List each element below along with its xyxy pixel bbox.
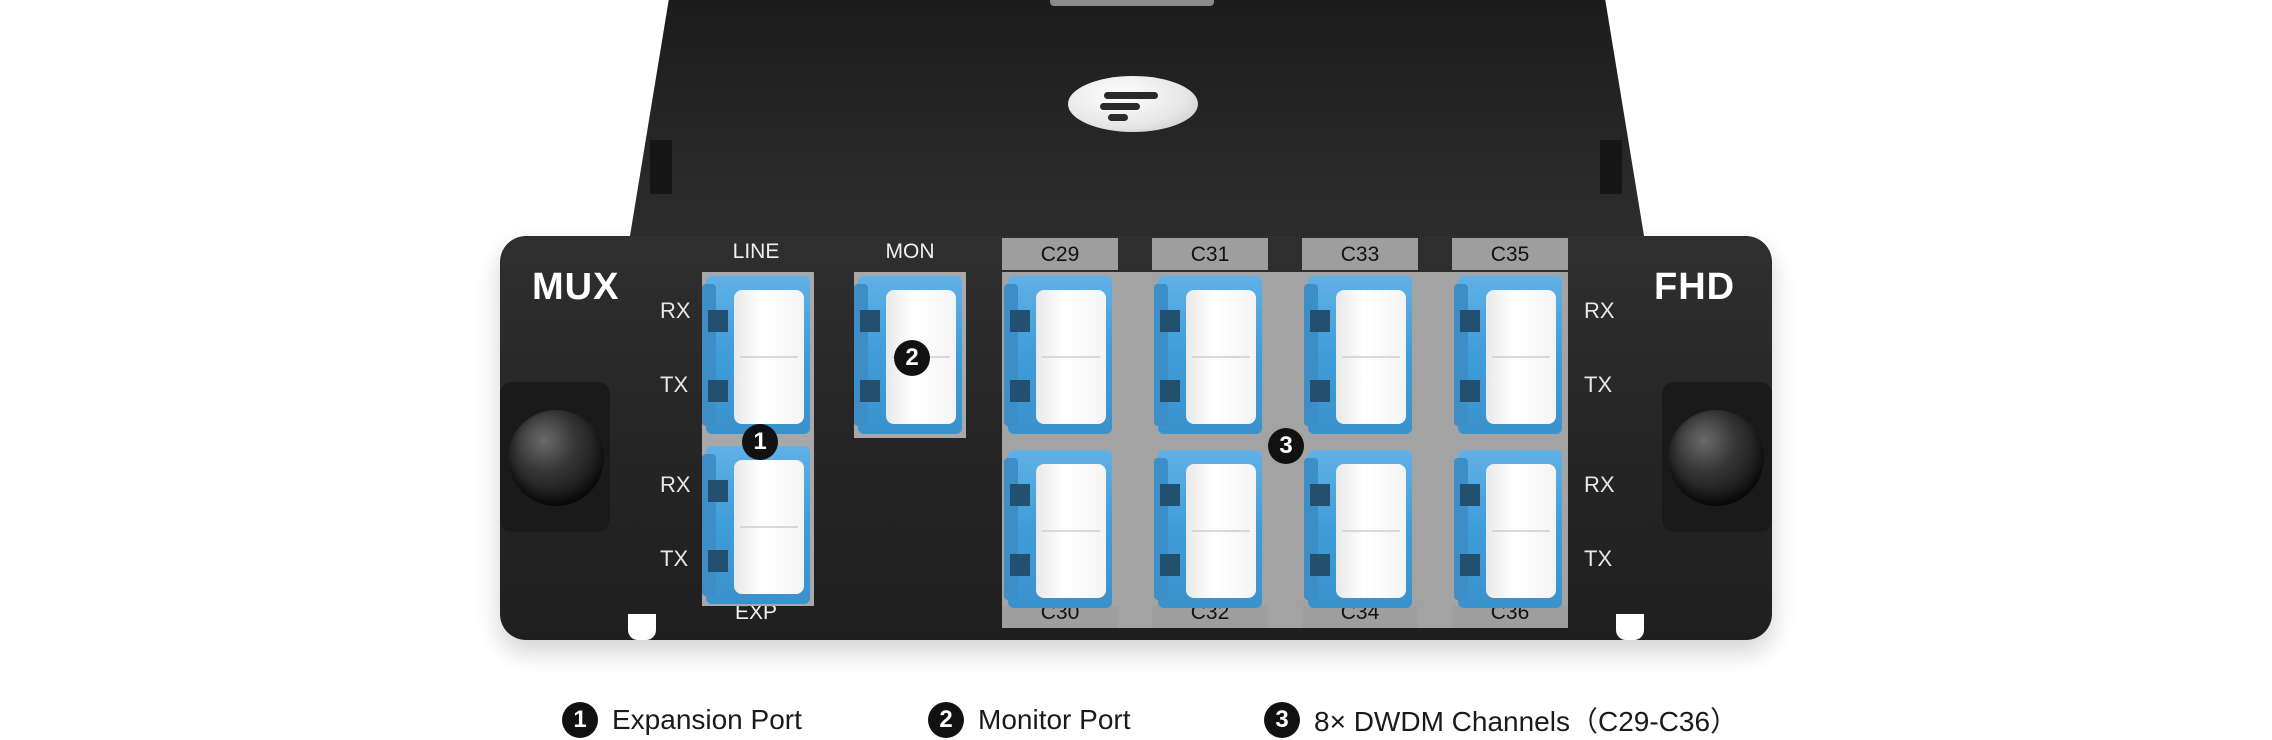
panel-title-mux: MUX xyxy=(532,266,620,308)
channel-port-adapter[interactable] xyxy=(1454,276,1562,434)
port-label-line: LINE xyxy=(732,240,780,263)
cover-ledge-right xyxy=(1600,140,1622,194)
legend-text: 8× DWDM Channels（C29-C36） xyxy=(1314,706,1739,737)
channel-label: C32 xyxy=(1152,606,1268,628)
channel-port-adapter[interactable] xyxy=(1304,450,1412,608)
cover-ledge-left xyxy=(650,140,672,194)
side-label-rx: RX xyxy=(660,298,691,323)
side-label-tx: TX xyxy=(1584,372,1613,397)
side-label-rx: RX xyxy=(1584,298,1615,323)
cover-slot xyxy=(1050,0,1214,6)
legend-badge: 2 xyxy=(928,702,964,738)
legend-badge: 3 xyxy=(1264,702,1300,738)
channel-label: C31 xyxy=(1152,238,1268,270)
side-label-tx: TX xyxy=(660,546,689,571)
panel-notch-left xyxy=(628,614,656,640)
channel-port-adapter[interactable] xyxy=(1004,450,1112,608)
channel-label: C30 xyxy=(1002,606,1118,628)
channel-port-adapter[interactable] xyxy=(1154,276,1262,434)
legend-item-monitor: 2 Monitor Port xyxy=(928,700,1131,740)
legend-badge: 1 xyxy=(562,702,598,738)
panel-notch-right xyxy=(1616,614,1644,640)
legend-item-expansion: 1 Expansion Port xyxy=(562,700,802,740)
channel-port-adapter[interactable] xyxy=(1304,276,1412,434)
side-label-tx: TX xyxy=(660,372,689,397)
line-port-adapter[interactable] xyxy=(702,276,810,434)
channel-port-adapter[interactable] xyxy=(1454,450,1562,608)
channel-label: C34 xyxy=(1302,606,1418,628)
badge-monitor-port: 2 xyxy=(894,340,930,376)
thumb-screw-right-icon[interactable] xyxy=(1668,410,1764,506)
channel-port-adapter[interactable] xyxy=(1154,450,1262,608)
side-label-tx: TX xyxy=(1584,546,1613,571)
channel-label: C36 xyxy=(1452,606,1568,628)
channel-label: C35 xyxy=(1452,238,1568,270)
exp-port-adapter[interactable] xyxy=(702,446,810,604)
side-label-rx: RX xyxy=(660,472,691,497)
legend-text: Expansion Port xyxy=(612,704,802,735)
channel-label: C29 xyxy=(1002,238,1118,270)
channel-port-adapter[interactable] xyxy=(1004,276,1112,434)
badge-dwdm-channels: 3 xyxy=(1268,428,1304,464)
brand-logo-icon xyxy=(1068,76,1198,132)
channel-label: C33 xyxy=(1302,238,1418,270)
panel-title-fhd: FHD xyxy=(1654,266,1736,308)
thumb-screw-left-icon[interactable] xyxy=(508,410,604,506)
legend-item-channels: 3 8× DWDM Channels（C29-C36） xyxy=(1264,700,1738,740)
badge-expansion-port: 1 xyxy=(742,424,778,460)
legend-text: Monitor Port xyxy=(978,704,1131,735)
side-label-rx: RX xyxy=(1584,472,1615,497)
port-label-mon: MON xyxy=(885,240,935,263)
